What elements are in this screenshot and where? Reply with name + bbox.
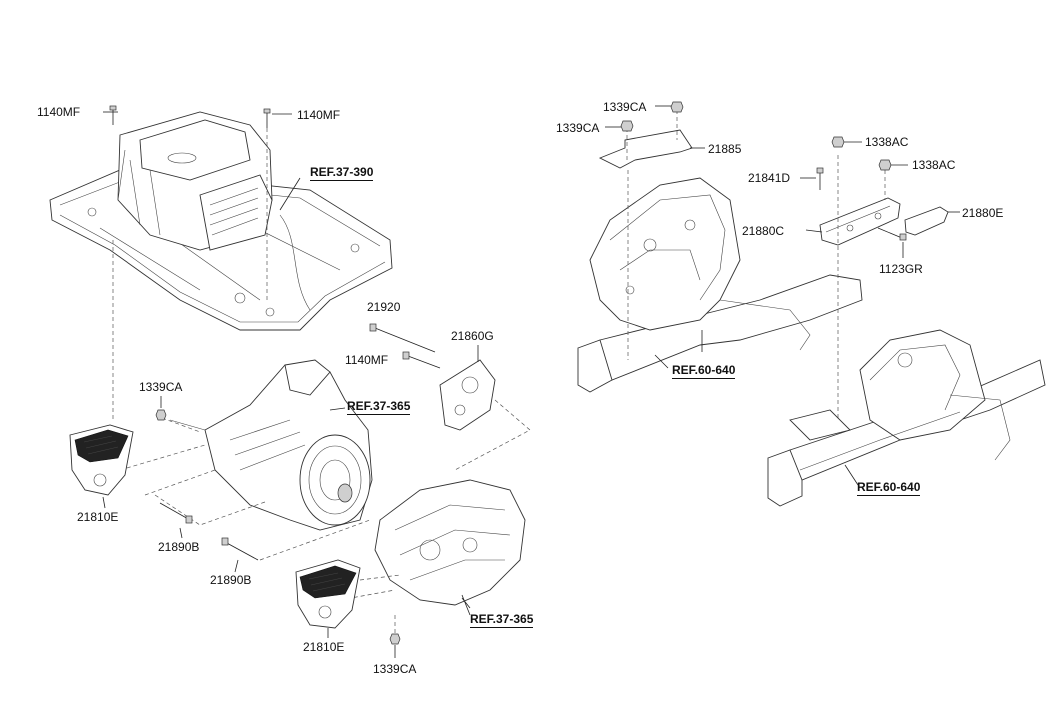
ref-60-640-lower: REF.60-640 — [857, 480, 921, 496]
label-21860g: 21860G — [451, 329, 494, 343]
label-21920: 21920 — [367, 300, 401, 314]
label-1339ca-left: 1339CA — [139, 380, 183, 394]
bolt-1140mf-left — [109, 105, 117, 125]
label-21890b-lower: 21890B — [210, 573, 252, 587]
label-21810e-left: 21810E — [77, 510, 119, 524]
rubber-mount-21810e-bottom — [295, 559, 361, 638]
label-21841d: 21841D — [748, 171, 791, 185]
front-side-member-upper — [577, 177, 863, 393]
label-1123gr: 1123GR — [879, 262, 923, 276]
bolt-21841d — [800, 167, 824, 190]
reducer-gearbox — [374, 479, 526, 616]
bolt-21890b-lower — [221, 537, 259, 573]
nut-1339ca-left — [155, 396, 167, 421]
bolt-1123gr — [877, 227, 907, 258]
ref-37-365-lower: REF.37-365 — [470, 612, 534, 628]
label-21890b-upper: 21890B — [158, 540, 200, 554]
label-1140mf-mid: 1140MF — [345, 353, 389, 367]
label-21885: 21885 — [708, 142, 742, 156]
nut-1339ca-upper-2 — [605, 120, 634, 132]
bolt-1140mf-right — [263, 108, 271, 128]
label-1140mf-right: 1140MF — [297, 108, 341, 122]
label-1338ac-2: 1338AC — [912, 158, 956, 172]
rubber-mount-21810e-left — [69, 424, 134, 509]
traction-motor — [169, 359, 373, 531]
label-1339ca-upper-1: 1339CA — [603, 100, 647, 114]
motor-subframe-assembly — [49, 105, 393, 420]
nut-1338ac-2 — [878, 159, 908, 171]
label-1339ca-upper-2: 1339CA — [556, 121, 600, 135]
label-21880e: 21880E — [962, 206, 1004, 220]
ref-37-365-upper: REF.37-365 — [347, 399, 411, 415]
ref-60-640-upper: REF.60-640 — [672, 363, 736, 379]
bolt-21890b-upper — [159, 502, 193, 539]
label-21880c: 21880C — [742, 224, 785, 238]
nut-1338ac-1 — [831, 136, 862, 148]
nut-1339ca-bottom — [389, 633, 401, 658]
ref-37-390: REF.37-390 — [310, 165, 374, 181]
label-1339ca-bottom: 1339CA — [373, 662, 417, 676]
nut-1339ca-upper-1 — [655, 101, 684, 113]
bracket-21880e — [904, 206, 960, 236]
label-1140mf-left: 1140MF — [37, 105, 81, 119]
front-side-member-lower — [767, 329, 1046, 507]
bracket-21885 — [598, 110, 705, 360]
bolt-1140mf-mid — [402, 351, 441, 369]
label-21810e-bottom: 21810E — [303, 640, 345, 654]
mount-bracket-21860g — [439, 345, 496, 431]
label-1338ac-1: 1338AC — [865, 135, 909, 149]
bracket-21880c — [805, 155, 901, 440]
bolt-21920 — [369, 323, 436, 353]
